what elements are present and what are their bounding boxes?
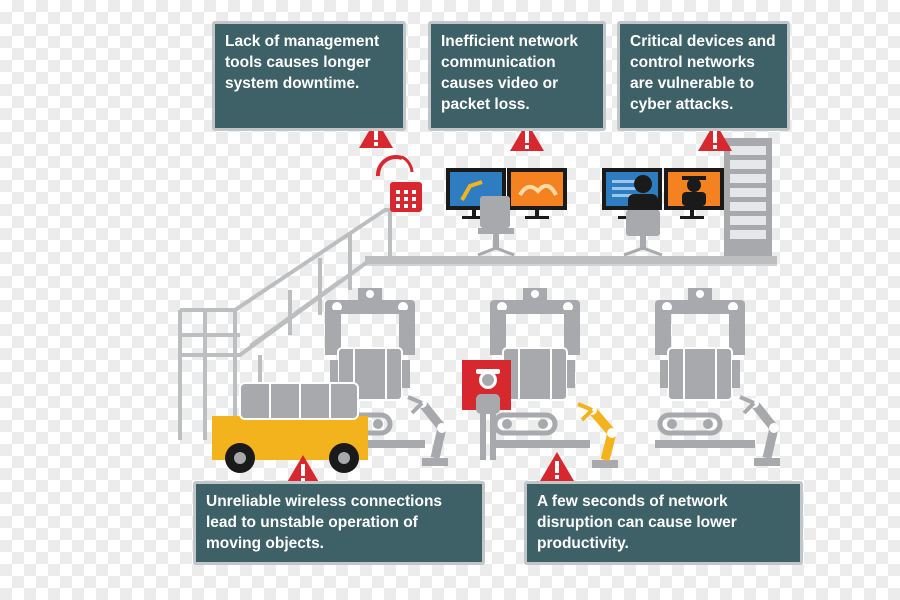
operator-figure [623, 175, 663, 257]
server-rack-icon [724, 138, 772, 256]
callout-network-disruption: A few seconds of network disruption can … [524, 481, 803, 565]
callout-text: Lack of management tools causes longer s… [225, 33, 380, 92]
callout-cyber-attacks: Critical devices and control networks ar… [617, 21, 790, 131]
production-line [655, 288, 755, 448]
robot-arm-icon [408, 397, 448, 466]
callout-wireless-connections: Unreliable wireless connections lead to … [193, 481, 485, 565]
office-chair-icon [477, 196, 515, 257]
callout-text: A few seconds of network disruption can … [537, 493, 737, 552]
callout-text: Inefficient network communication causes… [441, 33, 578, 113]
forklift-icon [212, 382, 368, 473]
upper-floor [365, 256, 777, 265]
callout-text: Unreliable wireless connections lead to … [206, 493, 443, 552]
robot-arm-icon [577, 402, 618, 468]
warning-icon [540, 452, 574, 481]
robot-arm-icon [740, 397, 780, 466]
callout-text: Critical devices and control networks ar… [630, 33, 776, 113]
monitor-icon [507, 168, 567, 219]
hacker-icon [664, 168, 724, 219]
callout-network-communication: Inefficient network communication causes… [428, 21, 606, 131]
callout-management-tools: Lack of management tools causes longer s… [212, 21, 406, 131]
phone-icon [375, 154, 422, 212]
worker-icon [462, 360, 511, 460]
